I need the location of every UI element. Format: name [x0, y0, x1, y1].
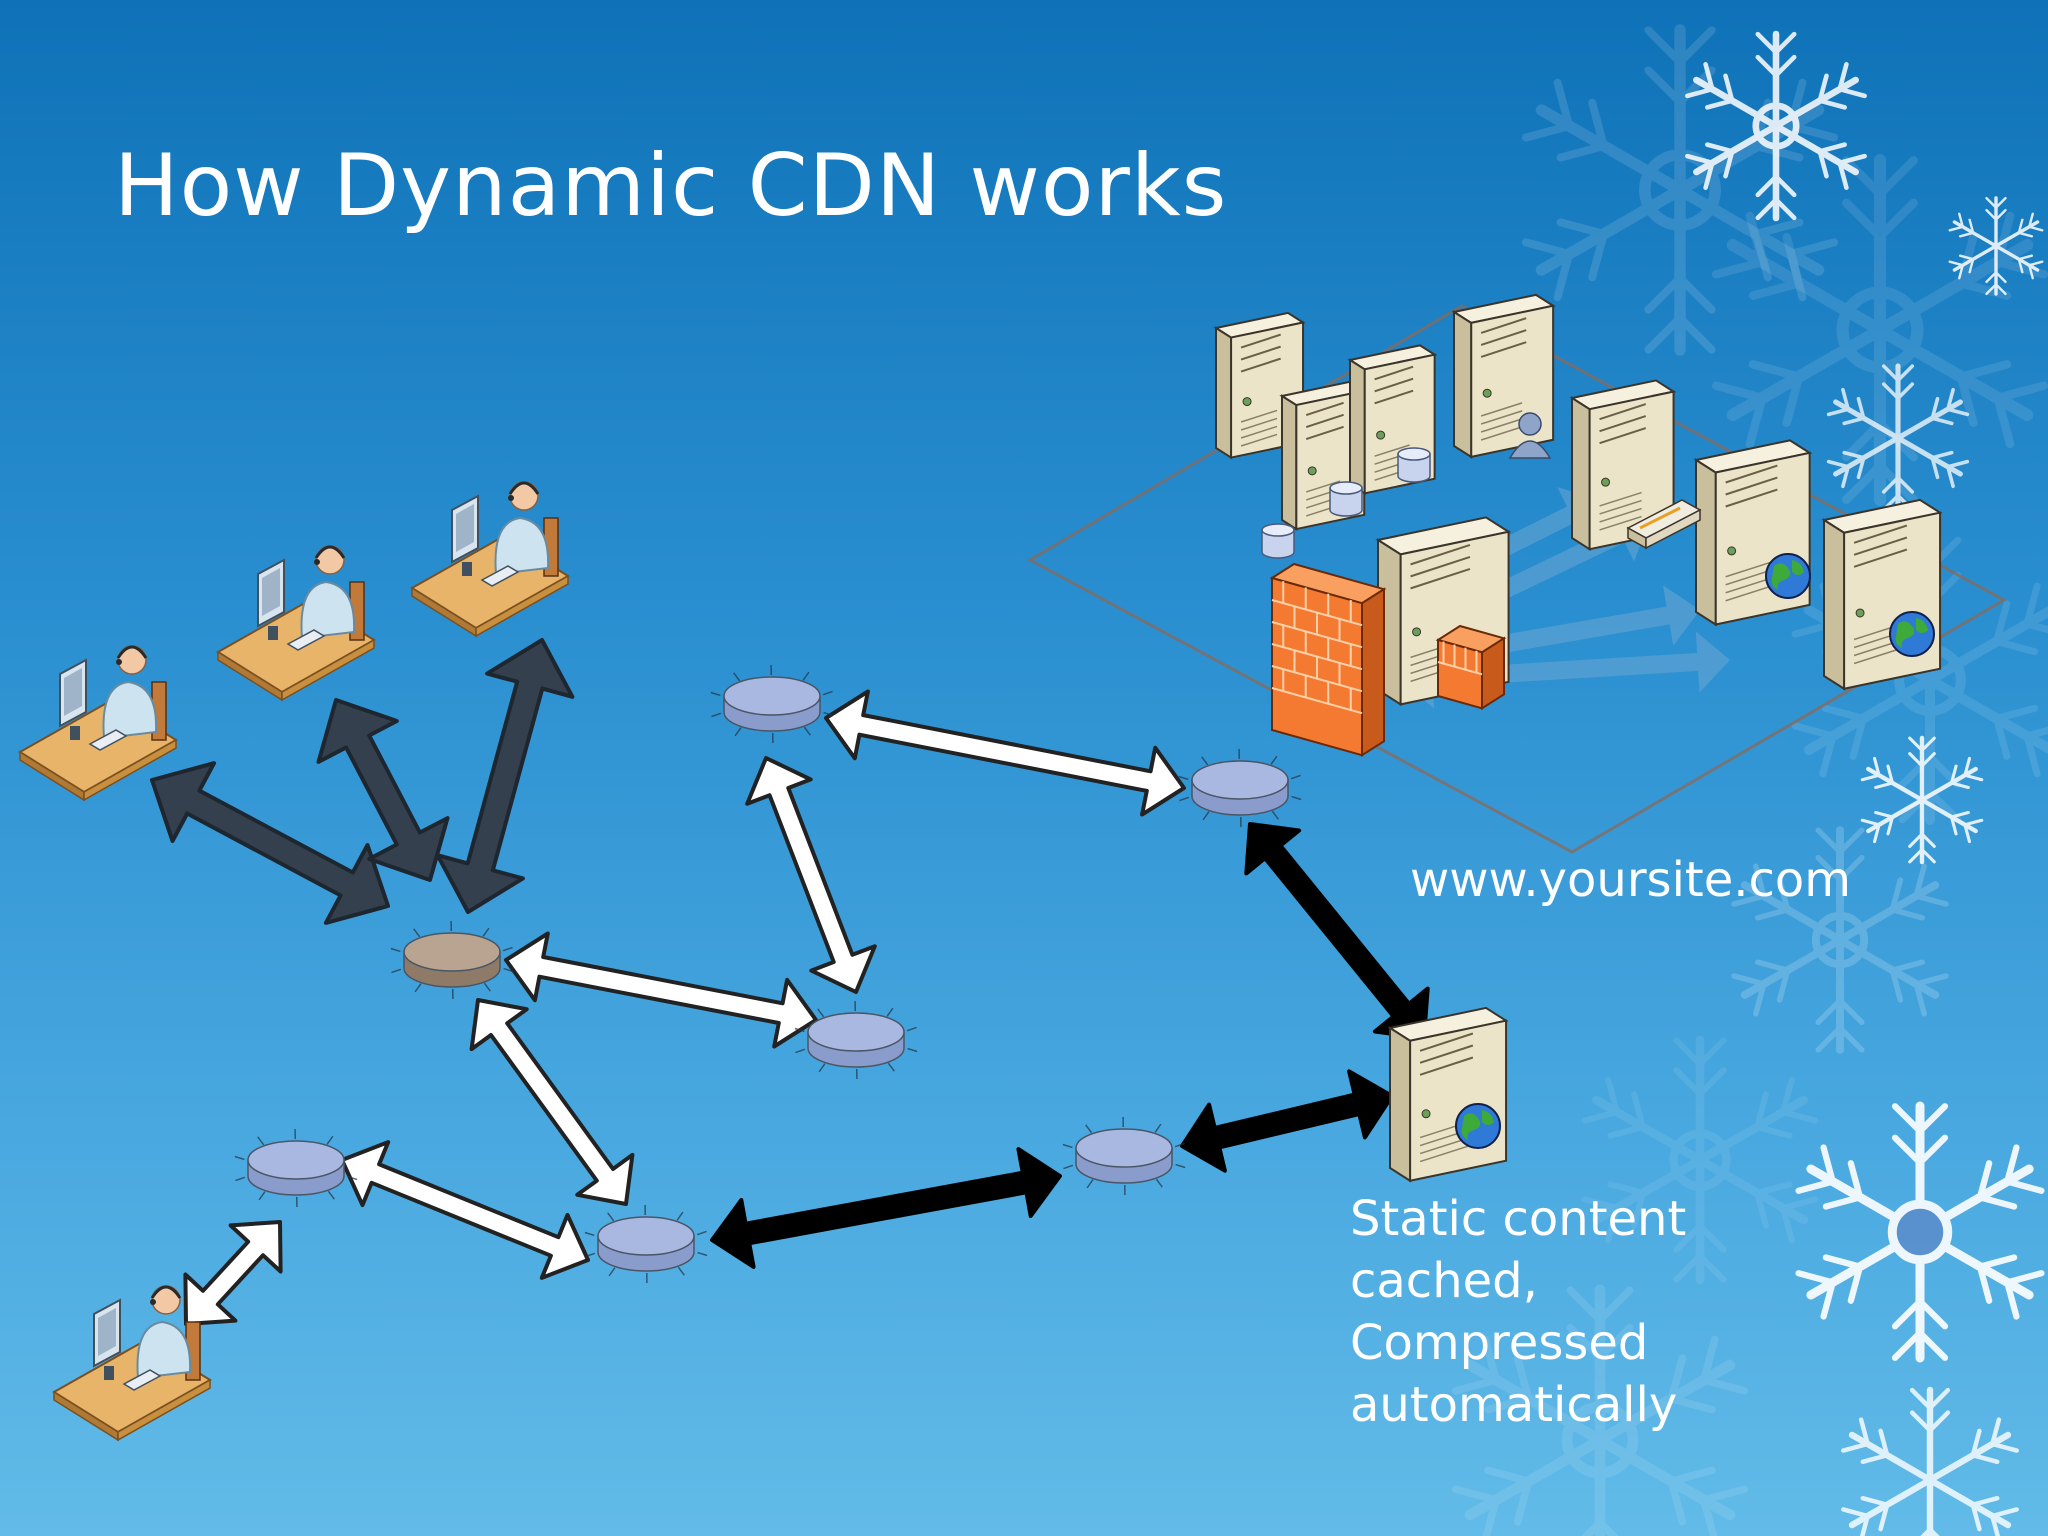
globe-icon — [1889, 611, 1935, 657]
snowflake-icon — [1948, 196, 2044, 296]
local-edge-node-icon — [390, 920, 514, 1000]
snowflake-icon — [1731, 826, 1949, 1054]
snowflake-icon — [1685, 30, 1867, 222]
network-link-arrow — [469, 998, 635, 1206]
database-icon — [1397, 447, 1431, 483]
network-link-arrow — [340, 1140, 590, 1280]
internal-arrow — [1400, 631, 1730, 709]
edge-node-icon — [234, 1128, 358, 1208]
server-icon — [1821, 498, 1943, 691]
firewall-icon — [1269, 562, 1387, 758]
user-icon — [1508, 412, 1552, 459]
database-icon — [1329, 481, 1363, 517]
network-link-arrow — [824, 689, 1186, 817]
static-note-line: cached, — [1350, 1253, 1538, 1309]
snowflake-icon — [1451, 1284, 1749, 1536]
server-icon — [1569, 379, 1677, 551]
user-link-arrow — [150, 761, 390, 925]
slide-title: How Dynamic CDN works — [114, 136, 1228, 236]
server-icon — [1387, 1006, 1509, 1183]
backbone-link-arrow — [1244, 822, 1430, 1040]
snowflake-icon — [1860, 735, 1984, 865]
edge-node-icon — [710, 664, 834, 744]
globe-icon — [1765, 553, 1811, 599]
network-switch-icon — [1626, 499, 1702, 550]
backbone-link-arrow — [710, 1147, 1062, 1269]
network-link-arrow — [183, 1220, 283, 1326]
firewall-icon — [1435, 624, 1507, 711]
database-icon — [1261, 523, 1295, 559]
user-link-arrow — [316, 698, 450, 882]
origin-site-label: www.yoursite.com — [1410, 852, 1852, 908]
user-workstation-icon — [410, 481, 570, 638]
globe-icon — [1455, 1103, 1501, 1149]
user-workstation-icon — [216, 545, 376, 702]
edge-node-icon — [794, 1000, 918, 1080]
edge-node-icon — [1178, 748, 1302, 828]
static-note-line: Compressed — [1350, 1315, 1649, 1371]
origin-zone-outline — [1026, 304, 2008, 854]
network-link-arrow — [504, 931, 818, 1049]
edge-node-icon — [1062, 1116, 1186, 1196]
snowflake-icon — [1826, 363, 1970, 513]
user-workstation-icon — [52, 1285, 212, 1442]
static-content-note: Static content cached, Compressed automa… — [1350, 1188, 1686, 1436]
snowflake-icon — [1795, 1101, 2045, 1363]
snowflake-icon — [1841, 1386, 2019, 1536]
static-note-line: Static content — [1350, 1191, 1687, 1247]
user-workstation-icon — [18, 645, 178, 802]
internal-arrow — [1410, 585, 1700, 685]
network-link-arrow — [745, 756, 877, 994]
edge-node-icon — [584, 1204, 708, 1284]
user-link-arrow — [435, 638, 575, 914]
backbone-link-arrow — [1180, 1069, 1394, 1173]
static-note-line: automatically — [1350, 1377, 1678, 1433]
server-icon — [1451, 293, 1556, 459]
snowflake-icon — [1581, 1035, 1819, 1285]
